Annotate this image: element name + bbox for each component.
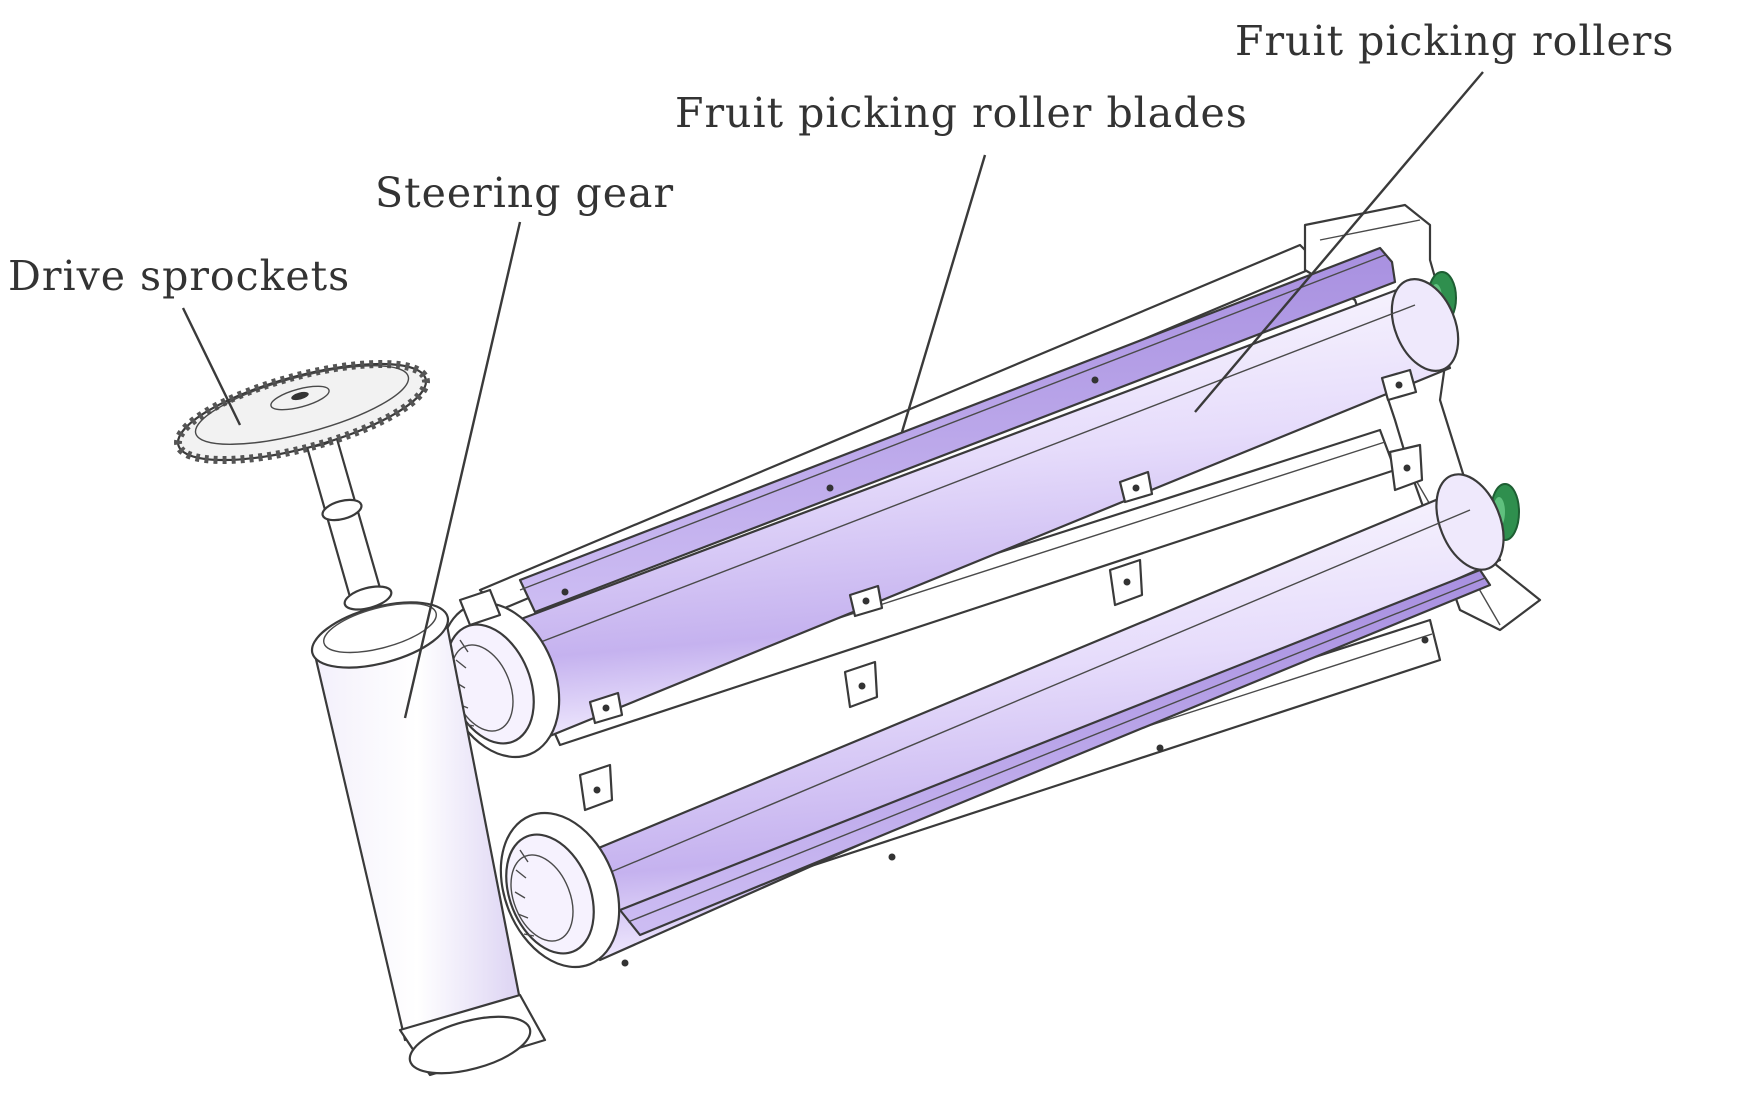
leader-steering-gear <box>403 221 522 719</box>
roller-blade-upper <box>518 246 1397 614</box>
label-fruit-picking-roller-blades: Fruit picking roller blades <box>675 89 1248 137</box>
sprocket-shaft <box>301 426 393 611</box>
leader-roller-blades <box>900 154 987 433</box>
leader-rollers <box>1194 71 1484 413</box>
leader-drive-sprockets <box>181 307 242 426</box>
label-drive-sprockets: Drive sprockets <box>8 252 350 300</box>
roller-blade-lower <box>618 568 1492 937</box>
drive-sprocket <box>174 359 430 465</box>
roller-hub-lower <box>499 811 621 969</box>
mounting-tab <box>843 660 879 709</box>
roller-hub-upper <box>439 601 561 759</box>
mounting-tab <box>1108 558 1144 607</box>
mounting-tabs <box>578 368 1429 967</box>
leader-lines <box>181 71 1484 719</box>
mounting-tab <box>848 584 884 618</box>
mounting-tab <box>1380 368 1418 402</box>
label-steering-gear: Steering gear <box>375 169 674 217</box>
fruit-picking-roller-upper <box>503 277 1460 742</box>
mounting-tab <box>578 763 614 812</box>
mounting-tab <box>1118 470 1154 504</box>
mounting-tab <box>588 691 624 725</box>
steering-gear-column <box>310 588 547 1077</box>
mounting-tab <box>1388 443 1424 492</box>
label-fruit-picking-rollers: Fruit picking rollers <box>1235 17 1674 65</box>
